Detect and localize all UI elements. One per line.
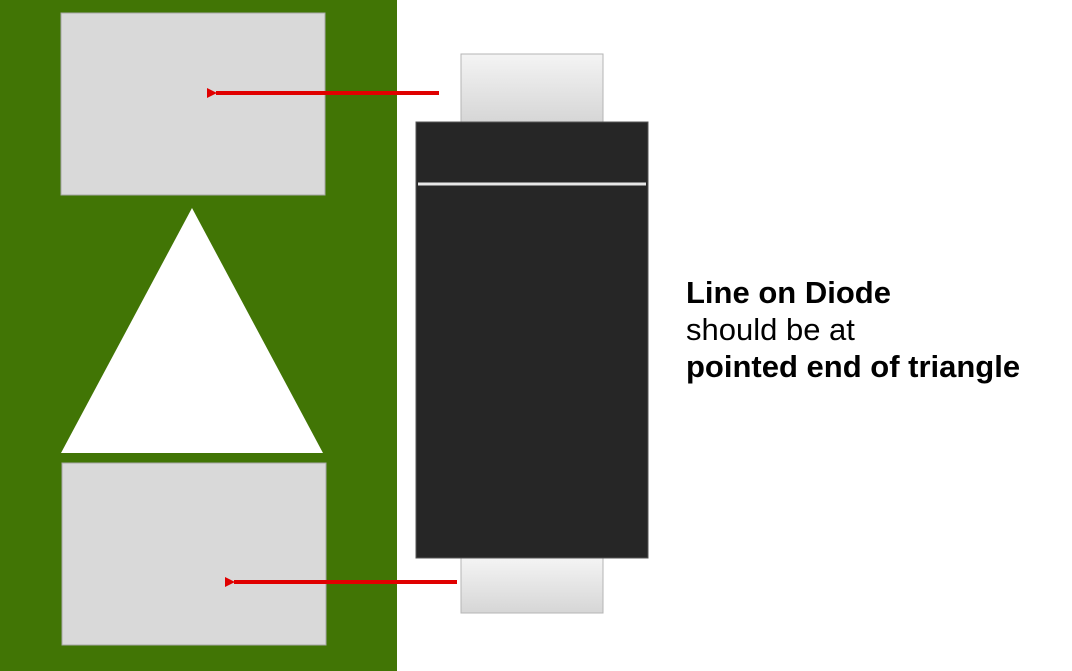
top-solder-pad [60, 12, 326, 196]
bottom-solder-pad [61, 462, 327, 646]
caption-line-2: should be at [686, 312, 855, 347]
instruction-caption: Line on Diode should be at pointed end o… [686, 274, 1020, 385]
diode-top-lead [460, 53, 604, 123]
caption-line-1: Line on Diode [686, 275, 891, 310]
polarity-triangle [61, 208, 323, 453]
diode-body [415, 121, 649, 559]
caption-line-3: pointed end of triangle [686, 349, 1021, 384]
diode-bottom-lead [460, 557, 604, 614]
